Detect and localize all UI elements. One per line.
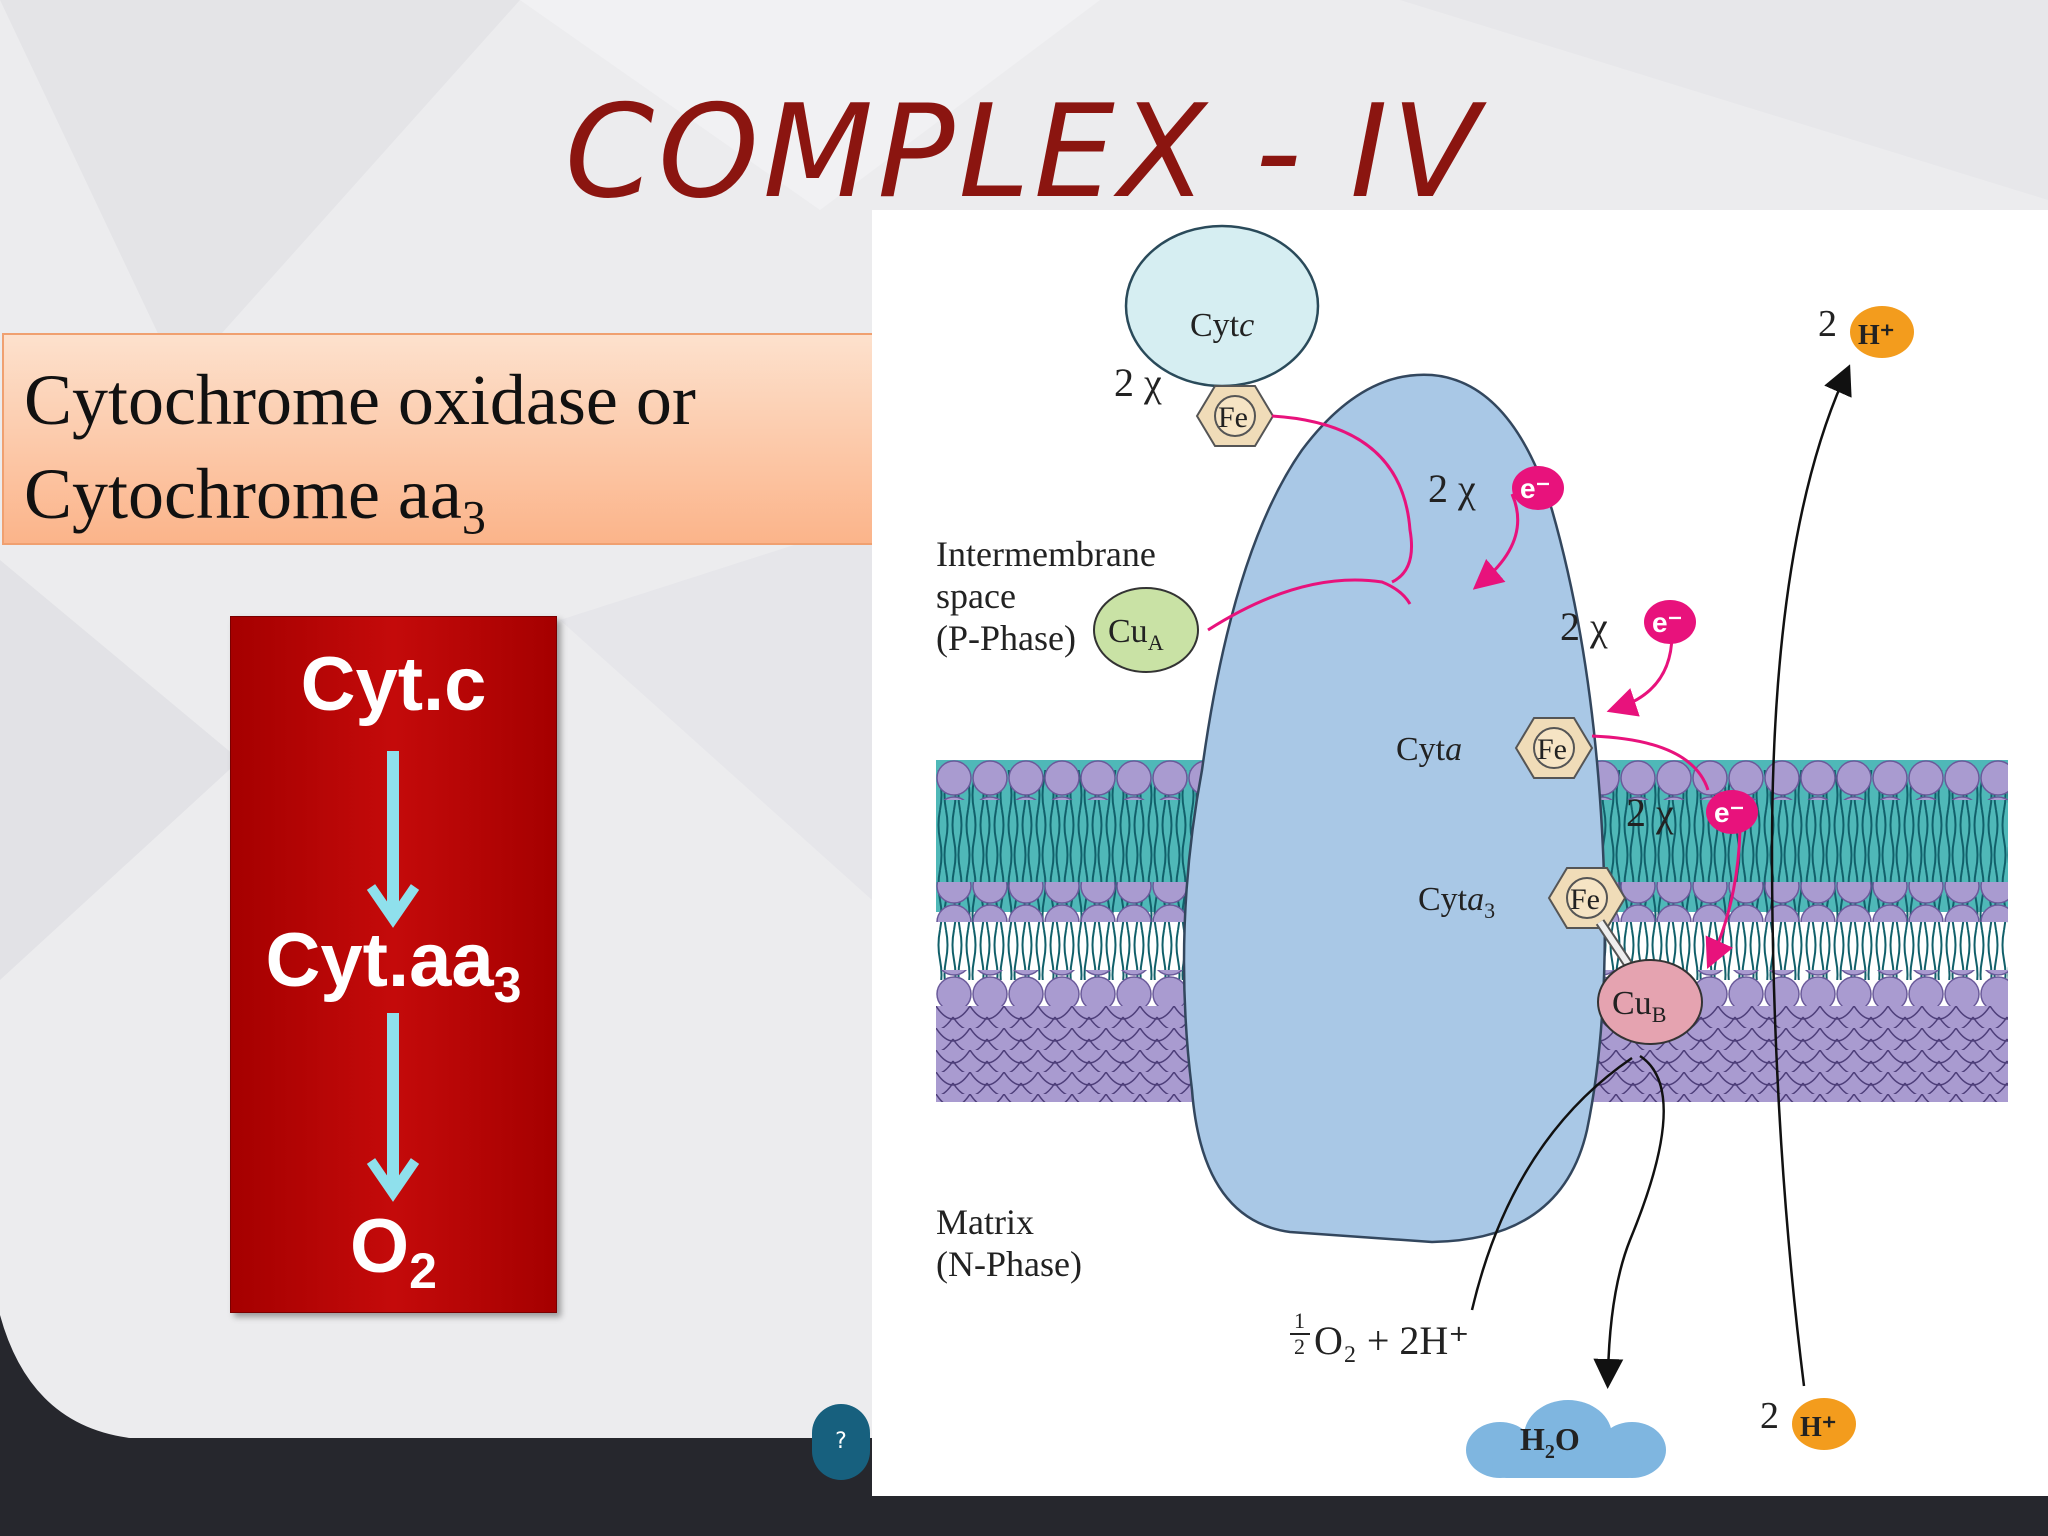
cytc-label: Cytc: [1190, 307, 1254, 344]
diagram-svg: Cytc Fe Fe Fe CuA: [936, 224, 2008, 1478]
fe-label-cyta3: Fe: [1570, 883, 1600, 916]
water-product: H2O: [1466, 1400, 1666, 1478]
chain-oxygen-text: O: [350, 1204, 410, 1289]
water-sub: 2: [1545, 1441, 1555, 1463]
cub-sub: B: [1652, 1002, 1667, 1027]
electron-flow-box: Cyt.c Cyt.aa3 O2: [230, 616, 557, 1313]
proton-top-count: 2: [1818, 303, 1837, 345]
chain-cyt-aa3: Cyt.aa3: [231, 917, 556, 1014]
bottom-band: [0, 1315, 872, 1536]
help-icon: ?: [835, 1429, 847, 1454]
stoich-e2: 2 χ: [1560, 604, 1608, 649]
cyta3-sub: 3: [1484, 898, 1495, 923]
water-tail: O: [1555, 1421, 1580, 1457]
proton-bottom: 2 H⁺: [1760, 1395, 1856, 1450]
chain-arrow-1-icon: [366, 751, 420, 928]
cub-main: Cu: [1612, 985, 1652, 1022]
stoich-e3: 2 χ: [1626, 790, 1674, 835]
chain-cyt-c: Cyt.c: [300, 642, 487, 727]
copper-a-center: CuA: [1093, 587, 1199, 673]
ims-label-2: space: [936, 576, 1016, 616]
copper-b-center: CuB: [1597, 959, 1703, 1045]
fe-label-cyta: Fe: [1537, 733, 1567, 766]
electron-path-arrows: [1207, 414, 1742, 969]
chain-arrows: [366, 751, 420, 1202]
definition-line-1: Cytochrome oxidase or: [24, 360, 696, 440]
stoich-cytc: 2 χ: [1114, 360, 1162, 405]
heme-fe-icon-cyta3: Fe: [1547, 867, 1627, 929]
proton-top-label: H⁺: [1858, 320, 1895, 351]
cytc-label-italic: c: [1239, 307, 1254, 344]
fe-label-cytc: Fe: [1218, 401, 1248, 434]
complex-iv-diagram: Cytc Fe Fe Fe CuA: [872, 210, 2048, 1496]
electron-label-1: e⁻: [1520, 473, 1550, 504]
cua-main: Cu: [1108, 613, 1148, 650]
matrix-label-1: Matrix: [936, 1202, 1034, 1242]
chain-oxygen: O2: [231, 1203, 556, 1300]
proton-top: 2 H⁺: [1818, 303, 1914, 358]
proton-pump-path: [1770, 364, 1852, 1387]
definition-box: Cytochrome oxidase or Cytochrome aa3: [2, 333, 885, 545]
slide-title: COMPLEX - IV: [564, 78, 1484, 227]
chain-cyt-aa3-text: Cyt.aa: [265, 918, 494, 1003]
cua-label: CuA: [1108, 613, 1164, 655]
electron-badge-2-icon: e⁻: [1644, 600, 1696, 644]
chain-arrow-2-icon: [366, 1013, 420, 1202]
cytc-label-main: Cyt: [1190, 307, 1240, 344]
oxygen-reaction-text: O₂ + 2H⁺: [1314, 1318, 1469, 1363]
oxygen-fraction-numerator: 1: [1294, 1308, 1305, 1333]
ims-label-1: Intermembrane: [936, 534, 1156, 574]
heme-fe-icon-cytc: Fe: [1195, 385, 1275, 447]
proton-bottom-count: 2: [1760, 1395, 1779, 1437]
chain-oxygen-subscript: 2: [409, 1243, 437, 1300]
electron-label-2: e⁻: [1652, 607, 1682, 638]
cyta3-main: Cyt: [1418, 881, 1468, 918]
electron-badge-3-icon: e⁻: [1706, 790, 1758, 834]
water-label: H2O: [1520, 1421, 1580, 1463]
oxygen-fraction-denominator: 2: [1294, 1334, 1305, 1359]
cyta-label: Cyta: [1396, 731, 1462, 768]
electron-label-3: e⁻: [1714, 797, 1744, 828]
cyta3-italic: a: [1467, 881, 1484, 918]
help-button[interactable]: ?: [812, 1404, 870, 1480]
chain-cyt-aa3-subscript: 3: [493, 957, 522, 1014]
stoich-e1: 2 χ: [1428, 466, 1476, 511]
definition-line-2-text: Cytochrome aa: [24, 454, 462, 534]
oxygen-reaction-label: 1 2 O₂ + 2H⁺: [1290, 1308, 1469, 1363]
definition-line-2: Cytochrome aa3: [24, 447, 863, 565]
cub-label: CuB: [1612, 985, 1666, 1027]
cyta-italic: a: [1445, 731, 1462, 768]
ims-label-3: (P-Phase): [936, 618, 1076, 658]
proton-bottom-label: H⁺: [1800, 1412, 1837, 1443]
water-main: H: [1520, 1421, 1545, 1457]
cua-sub: A: [1148, 630, 1164, 655]
electron-badge-1-icon: e⁻: [1512, 466, 1564, 510]
definition-line-2-subscript: 3: [461, 491, 486, 545]
cyta3-label: Cyta3: [1418, 881, 1495, 923]
heme-fe-icon-cyta: Fe: [1514, 717, 1594, 779]
cyta-main: Cyt: [1396, 731, 1446, 768]
matrix-label-2: (N-Phase): [936, 1244, 1082, 1284]
